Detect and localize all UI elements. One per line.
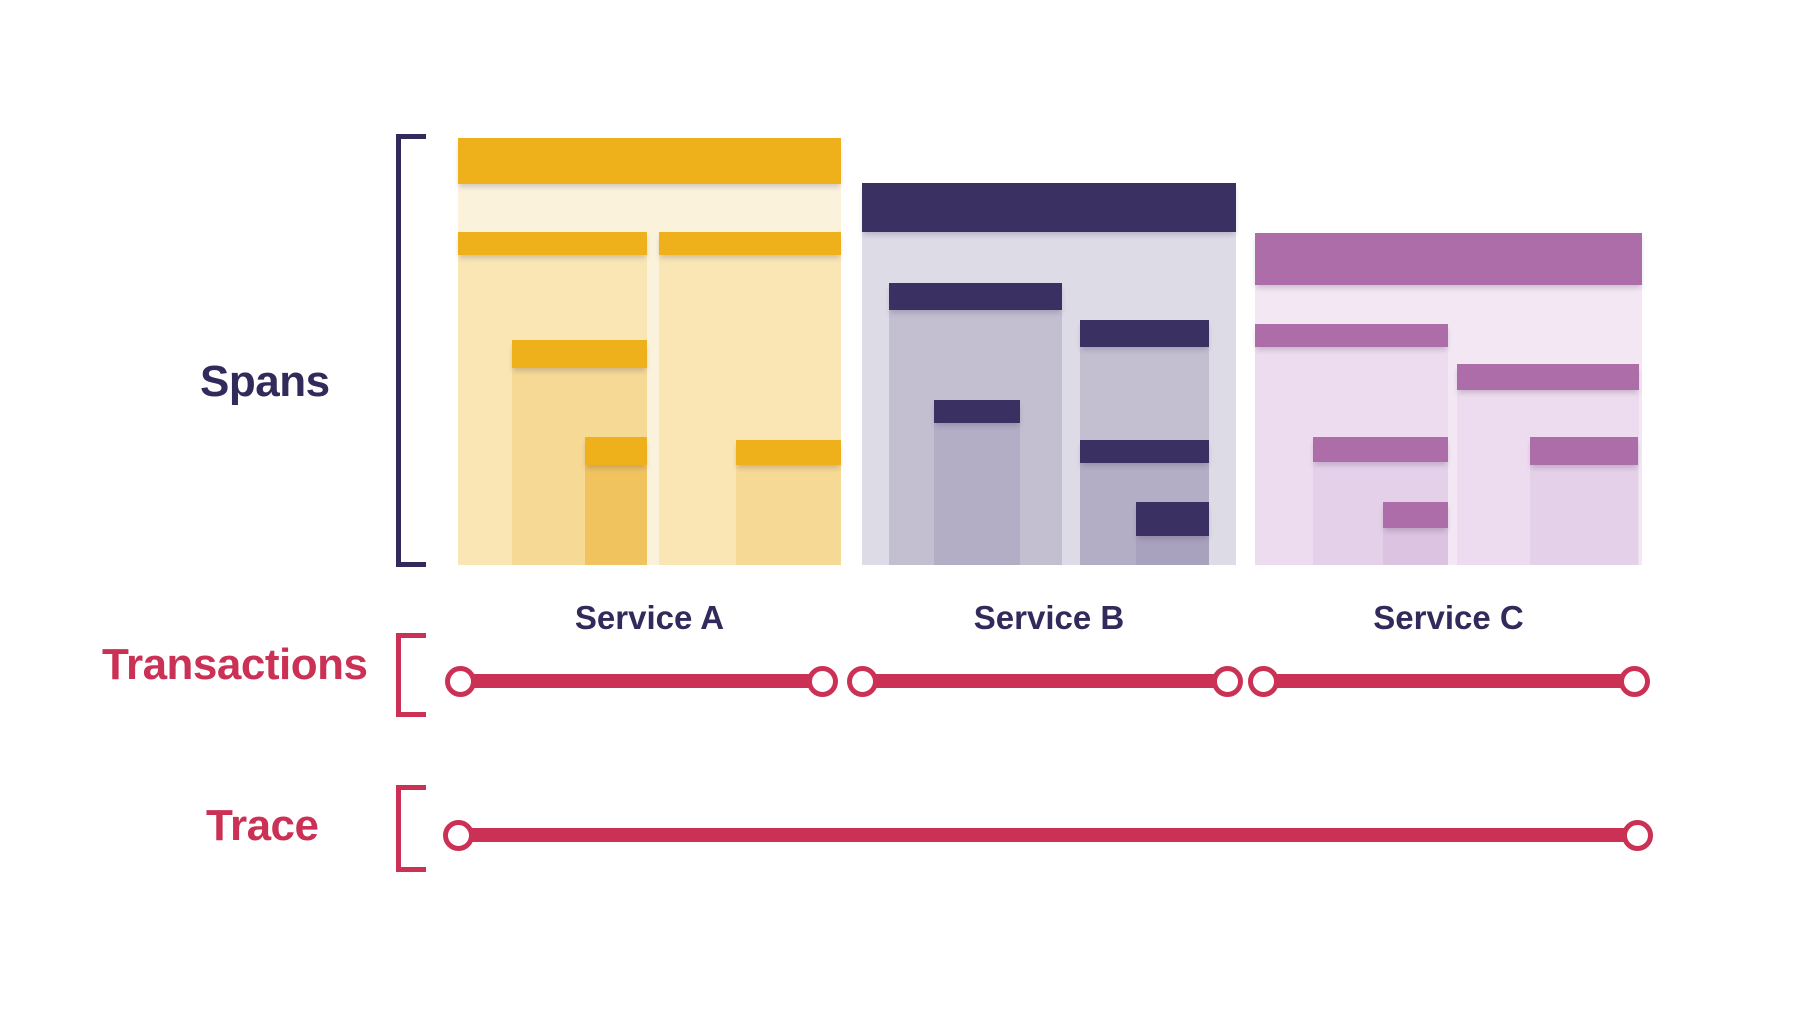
transactions-bracket [396, 633, 426, 717]
transaction-a-start-node-icon [445, 666, 476, 697]
service-c-nested-span-1-header [1313, 437, 1448, 462]
spans-label: Spans [200, 357, 330, 406]
spans-bracket [396, 134, 426, 567]
service-a-child-span-2-header [659, 232, 841, 255]
trace-bracket [396, 785, 426, 872]
service-c-nested-span-3-header [1530, 437, 1638, 465]
service-c-child-span-2 [1457, 364, 1639, 565]
transaction-c-end-node-icon [1619, 666, 1650, 697]
transaction-line-service-b [862, 674, 1227, 688]
service-c-root-span-header [1255, 233, 1642, 285]
service-c-nested-span-3 [1530, 437, 1638, 565]
transaction-b-start-node-icon [847, 666, 878, 697]
transaction-a-end-node-icon [807, 666, 838, 697]
service-a-nested-span-2 [585, 437, 647, 565]
transactions-label: Transactions [102, 640, 368, 689]
service-a-nested-span-1-header [512, 340, 647, 368]
service-c-child-span-2-header [1457, 364, 1639, 390]
service-a-label: Service A [574, 599, 725, 636]
service-b-spans-block [862, 183, 1236, 565]
service-c-nested-span-2 [1383, 502, 1448, 565]
service-b-nested-span-2 [1080, 440, 1209, 565]
service-b-child-span-1 [889, 283, 1062, 565]
service-b-nested-span-3 [1136, 502, 1209, 565]
service-a-nested-span-3 [736, 440, 841, 565]
trace-end-node-icon [1622, 820, 1653, 851]
transaction-c-start-node-icon [1248, 666, 1279, 697]
transaction-line-service-a [460, 674, 822, 688]
service-b-nested-span-2-header [1080, 440, 1209, 463]
service-a-nested-span-2-header [585, 437, 647, 465]
transaction-b-end-node-icon [1212, 666, 1243, 697]
service-b-nested-span-3-header [1136, 502, 1209, 536]
service-b-nested-span-1-header [934, 400, 1020, 423]
service-c-child-span-1-header [1255, 324, 1448, 347]
transaction-line-service-c [1263, 674, 1634, 688]
service-a-child-span-1-header [458, 232, 647, 255]
service-a-spans-block [458, 138, 841, 565]
trace-label: Trace [206, 801, 319, 850]
service-a-root-span-header [458, 138, 841, 184]
service-b-root-span-header [862, 183, 1236, 232]
trace-start-node-icon [443, 820, 474, 851]
service-a-child-span-1 [458, 232, 647, 565]
service-c-spans-block [1255, 233, 1642, 565]
trace-line [458, 828, 1637, 842]
service-a-child-span-2 [659, 232, 841, 565]
service-c-label: Service C [1373, 599, 1524, 636]
service-b-child-span-1-header [889, 283, 1062, 310]
service-b-child-span-2 [1080, 320, 1209, 565]
service-b-nested-span-1 [934, 400, 1020, 565]
service-c-nested-span-2-header [1383, 502, 1448, 528]
service-b-child-span-2-header [1080, 320, 1209, 347]
service-c-child-span-1 [1255, 324, 1448, 565]
service-a-nested-span-3-header [736, 440, 841, 465]
service-b-label: Service B [973, 599, 1125, 636]
